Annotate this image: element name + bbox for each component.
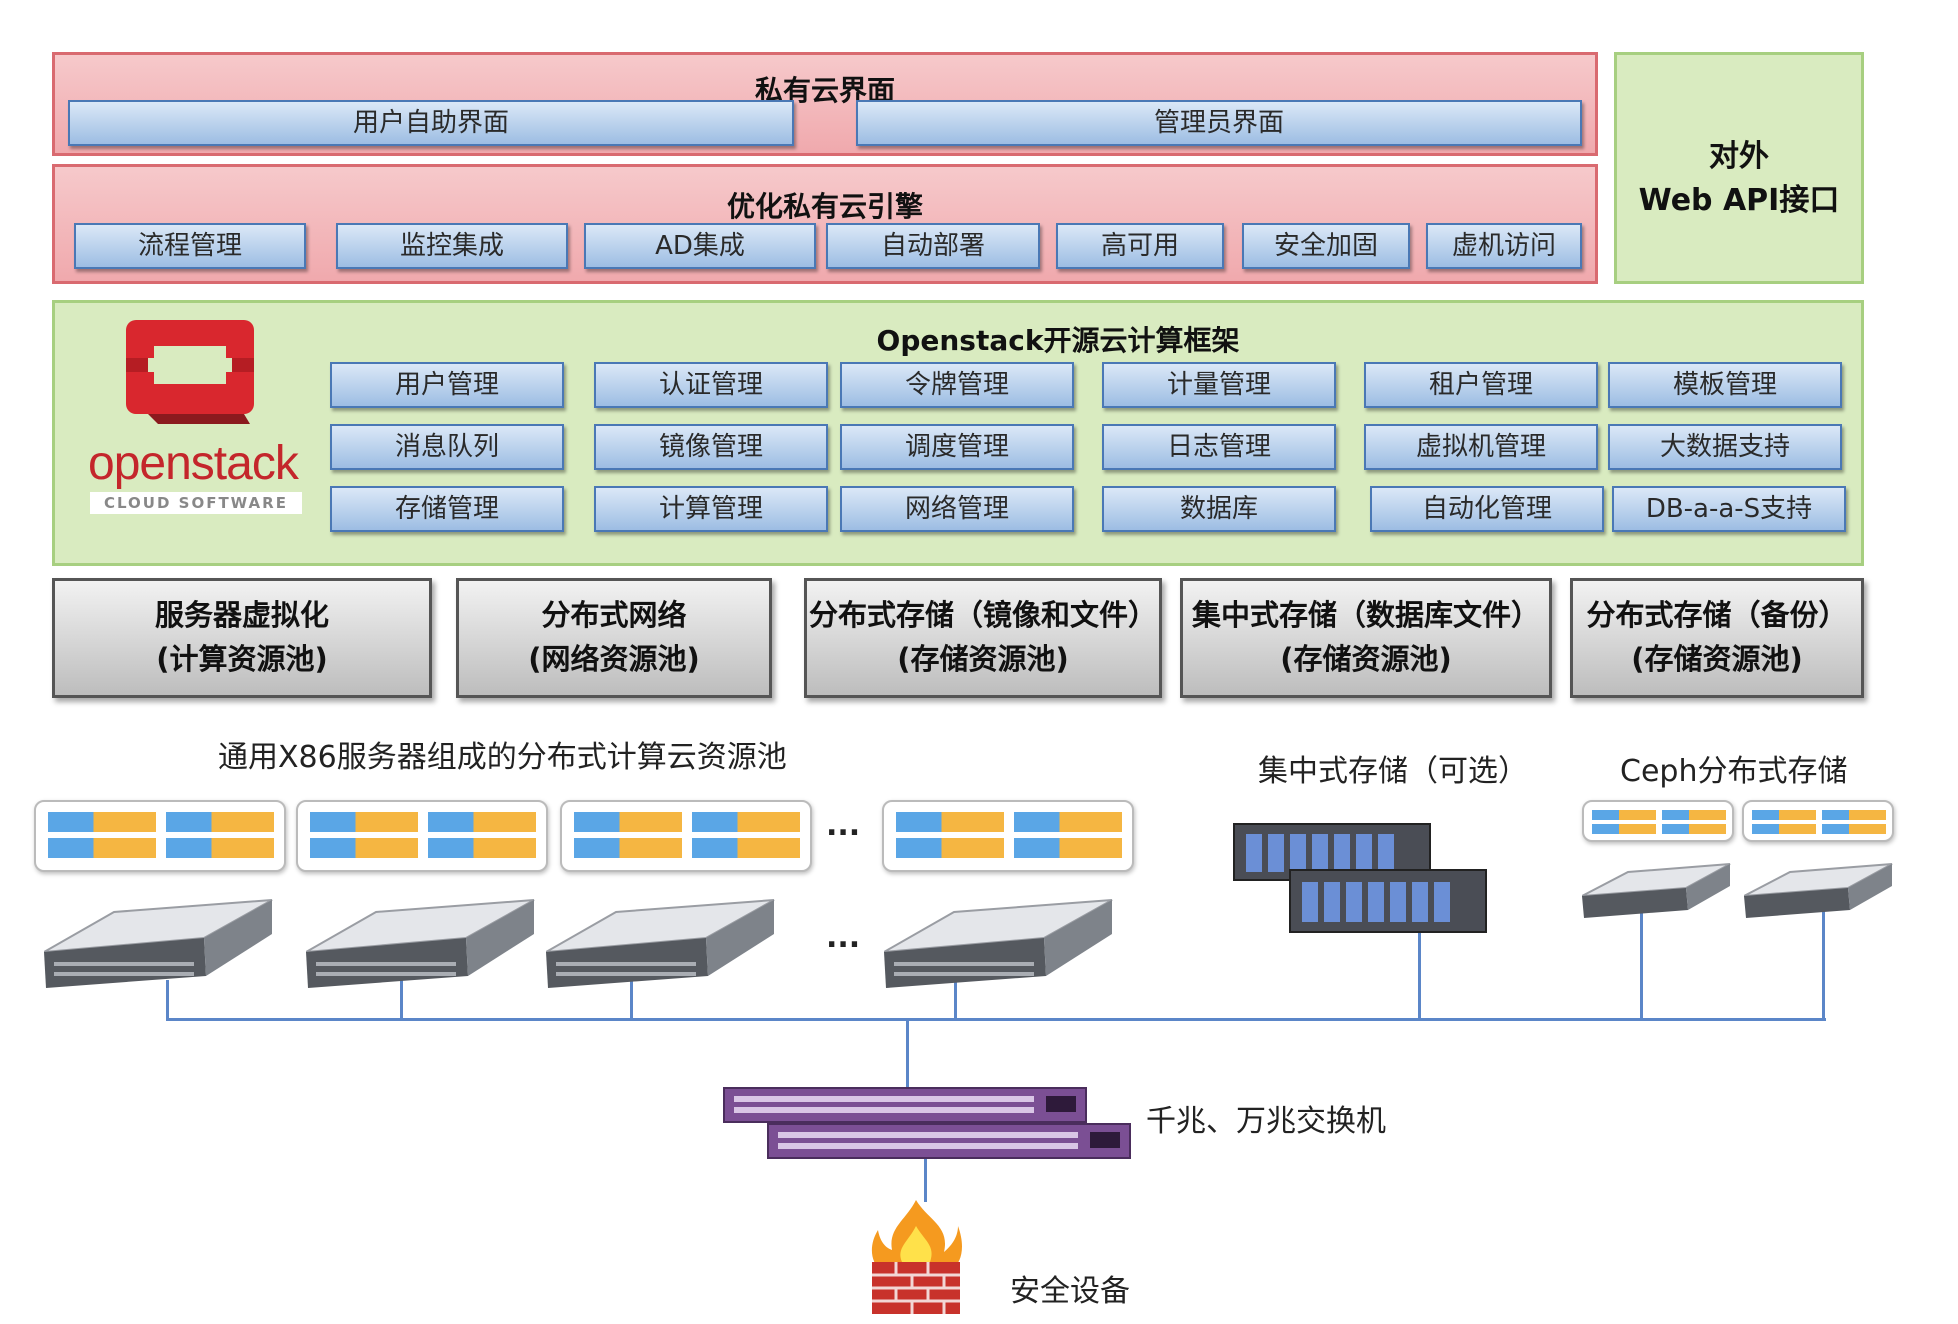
server-ellipsis: ... <box>826 920 861 955</box>
engine-item-vm-access[interactable]: 虚机访问 <box>1426 223 1582 269</box>
rack-server-icon <box>306 899 535 988</box>
ceph-uplink <box>1640 910 1643 1020</box>
server-uplink <box>630 980 633 1020</box>
os-compute-management[interactable]: 计算管理 <box>594 486 828 532</box>
os-tenant-management[interactable]: 租户管理 <box>1364 362 1598 408</box>
os-auth-management[interactable]: 认证管理 <box>594 362 828 408</box>
admin-interface-button[interactable]: 管理员界面 <box>856 100 1582 146</box>
server-uplink <box>954 980 957 1020</box>
os-template-management[interactable]: 模板管理 <box>1608 362 1842 408</box>
os-scheduler-management[interactable]: 调度管理 <box>840 424 1074 470</box>
node-ellipsis: ... <box>826 808 861 843</box>
engine-title: 优化私有云引擎 <box>726 190 923 223</box>
storage-uplink <box>1418 932 1421 1020</box>
os-token-management[interactable]: 令牌管理 <box>840 362 1074 408</box>
ceph-node-group <box>1742 800 1894 842</box>
os-automation-management[interactable]: 自动化管理 <box>1370 486 1604 532</box>
node-group <box>296 800 548 872</box>
openstack-logo-icon <box>126 320 254 424</box>
openstack-logo-subtext: CLOUD SOFTWARE <box>90 492 302 514</box>
ceph-server-icon <box>1582 863 1731 918</box>
engine-item-auto-deploy[interactable]: 自动部署 <box>826 223 1040 269</box>
ceph-server-icon <box>1744 863 1893 918</box>
os-network-management[interactable]: 网络管理 <box>840 486 1074 532</box>
web-api-line1: 对外 <box>1709 139 1769 174</box>
ceph-uplink <box>1822 910 1825 1020</box>
os-image-management[interactable]: 镜像管理 <box>594 424 828 470</box>
user-self-service-button[interactable]: 用户自助界面 <box>68 100 794 146</box>
pool-distributed-storage-image: 分布式存储（镜像和文件） (存储资源池) <box>804 578 1162 698</box>
pool-distributed-network: 分布式网络 (网络资源池) <box>456 578 772 698</box>
web-api-line2: Web API接口 <box>1638 183 1840 218</box>
engine-item-monitoring[interactable]: 监控集成 <box>336 223 568 269</box>
storage-array-icon <box>1233 823 1487 933</box>
openstack-title: Openstack开源云计算框架 <box>876 324 1240 357</box>
rack-server-icon <box>884 899 1113 988</box>
pool-central-storage: 集中式存储（数据库文件） (存储资源池) <box>1180 578 1552 698</box>
engine-item-ad[interactable]: AD集成 <box>584 223 816 269</box>
openstack-logo-text: openstack <box>88 437 299 490</box>
os-metering-management[interactable]: 计量管理 <box>1102 362 1336 408</box>
os-log-management[interactable]: 日志管理 <box>1102 424 1336 470</box>
x86-pool-label: 通用X86服务器组成的分布式计算云资源池 <box>218 740 787 775</box>
os-storage-management[interactable]: 存储管理 <box>330 486 564 532</box>
security-device-label: 安全设备 <box>1010 1274 1130 1309</box>
firewall-link <box>924 1150 927 1202</box>
os-vm-management[interactable]: 虚拟机管理 <box>1364 424 1598 470</box>
os-database[interactable]: 数据库 <box>1102 486 1336 532</box>
pool-server-virtualization: 服务器虚拟化 (计算资源池) <box>52 578 432 698</box>
server-uplink <box>166 980 169 1020</box>
engine-item-ha[interactable]: 高可用 <box>1056 223 1224 269</box>
central-storage-label: 集中式存储（可选） <box>1258 754 1528 789</box>
pool-distributed-storage-backup: 分布式存储（备份） (存储资源池) <box>1570 578 1864 698</box>
server-uplink <box>400 980 403 1020</box>
os-dbaas-support[interactable]: DB-a-a-S支持 <box>1612 486 1846 532</box>
network-switch-icon <box>723 1087 1131 1159</box>
network-bus-line <box>166 1018 1826 1021</box>
engine-item-workflow[interactable]: 流程管理 <box>74 223 306 269</box>
node-group <box>882 800 1134 872</box>
engine-item-security[interactable]: 安全加固 <box>1242 223 1410 269</box>
rack-server-icon <box>44 899 273 988</box>
web-api-panel: 对外 Web API接口 <box>1614 52 1864 284</box>
os-user-management[interactable]: 用户管理 <box>330 362 564 408</box>
ceph-node-group <box>1582 800 1734 842</box>
switch-label: 千兆、万兆交换机 <box>1146 1104 1386 1139</box>
rack-server-icon <box>546 899 775 988</box>
firewall-icon <box>871 1200 962 1314</box>
os-message-queue[interactable]: 消息队列 <box>330 424 564 470</box>
node-group <box>34 800 286 872</box>
ceph-storage-label: Ceph分布式存储 <box>1620 754 1848 789</box>
switch-uplink <box>906 1020 909 1088</box>
node-group <box>560 800 812 872</box>
os-bigdata-support[interactable]: 大数据支持 <box>1608 424 1842 470</box>
